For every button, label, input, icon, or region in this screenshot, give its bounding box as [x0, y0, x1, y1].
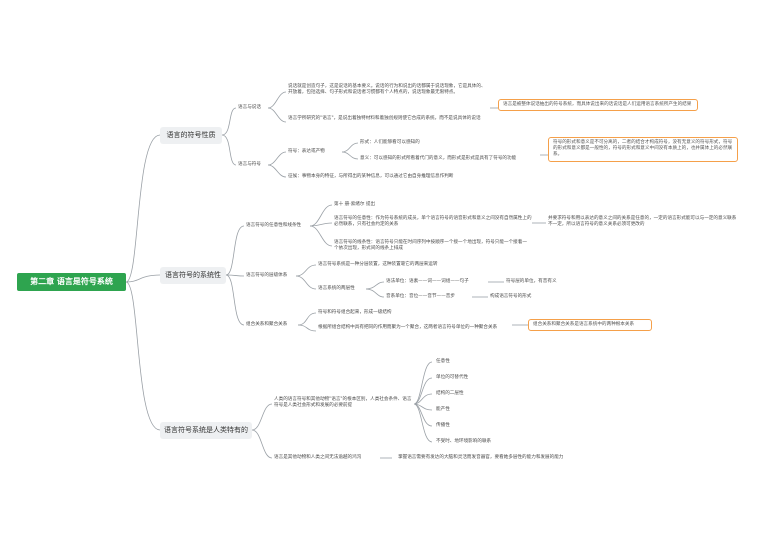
- node-speech-p1[interactable]: 说话就是创造句子，这是说话的基本要义。说话的行为和说出的话都属于说话现象，它是具…: [288, 84, 486, 96]
- feature-item-3[interactable]: 结构的二层性: [436, 391, 464, 396]
- node-saussure[interactable]: 第十 册·索绪尔 提出: [334, 202, 376, 207]
- node-phonology-units[interactable]: 音系单位：音位——音节——音步: [386, 294, 455, 299]
- topic-symbol-nature[interactable]: 语言的符号性质: [160, 127, 222, 144]
- node-language-symbol[interactable]: 语言与符号: [238, 162, 261, 167]
- feature-item-5[interactable]: 传播性: [436, 423, 450, 428]
- feature-item-6[interactable]: 不受时、地环境影响的联系: [436, 439, 492, 444]
- node-arbitrariness-linearity[interactable]: 语言符号的任意性和线条性: [246, 223, 302, 228]
- node-grammar-units[interactable]: 语法单位：语素——词——词组——句子: [386, 279, 469, 284]
- node-aggregation[interactable]: 根据所组合结构中具有把同的作用而聚为一个聚合，这两者语言符号单位的一种聚合关系: [318, 325, 498, 330]
- node-symbol-def[interactable]: 符号：表达或产物: [288, 149, 325, 154]
- feature-item-1[interactable]: 任意性: [436, 359, 450, 364]
- note-symbol[interactable]: 符号的形式和意义是不可分离的，二者的结合才构成符号，没有无意义的符号形式，符号的…: [548, 137, 738, 162]
- node-human-vs-animal[interactable]: 人类的语言符号和其他动物"语言"的根本区别，人类社会条件、语言符号是人类社会形式…: [274, 397, 412, 409]
- node-symbol-form[interactable]: 形式：人们能够看可以感知的: [360, 140, 420, 145]
- node-hierarchy-device[interactable]: 语言符号系统是一种分层装置，这种装置靠它的两层来运转: [318, 262, 438, 267]
- node-two-layers[interactable]: 语言系统的两层性: [318, 286, 355, 291]
- node-linearity[interactable]: 语言符号的线条性：语言符号只能在时间序列中按顺序一个接一个地出现，符号只能一个接…: [334, 240, 527, 252]
- root-topic[interactable]: 第二章 语言是符号系统: [17, 273, 126, 291]
- feature-item-4[interactable]: 能产性: [436, 407, 450, 412]
- feature-item-2[interactable]: 单位的可替代性: [436, 375, 469, 380]
- node-symptom[interactable]: 征候：事物本身的特征，与所得出的某种信息，可以通过它由自身推理信息作判断: [288, 174, 454, 179]
- node-phonology-units-note[interactable]: 构成语言符号的形式: [490, 294, 532, 299]
- note-speech[interactable]: 语言是被整体说话抽出的符号系统，而具体说出来的话说话是人们运用语言系统所产生的结…: [498, 99, 698, 112]
- note-relations[interactable]: 组合关系和聚合关系是语言系统中的两种根本关系: [528, 319, 652, 332]
- node-arbitrariness[interactable]: 语言符号的任意性：作为符号系统的成员，单个语言符号的语音形式和意义之间没有自然属…: [334, 216, 532, 228]
- node-grammar-units-note[interactable]: 符号层的单位，有音有义: [506, 279, 557, 284]
- topic-system[interactable]: 语言符号的系统性: [160, 267, 226, 284]
- node-symbol-meaning[interactable]: 意义：可以感知的形式所看着代门的意义，而形式是形式是具有了符号的功能: [360, 156, 517, 161]
- node-combination[interactable]: 符号和符号组合起来，形成一级结构: [318, 310, 392, 315]
- node-hierarchy[interactable]: 语言符号的层级体系: [246, 273, 288, 278]
- node-relations[interactable]: 组合关系和聚合关系: [246, 322, 288, 327]
- topic-human-unique[interactable]: 语言符号系统是人类特有的: [160, 422, 252, 439]
- node-speech-p2[interactable]: 语言学所研究的"语言"，是说出着独特材料和着独创规则使它合成的系统，而不是说具体…: [288, 116, 481, 121]
- node-gap-detail[interactable]: 掌握语言需要有发达的大脑和灵活而发音器官，要看她多层性的能力和发展的能力: [398, 455, 564, 460]
- node-gap[interactable]: 语言是其他动物和人类之间无法逾越的鸿沟: [274, 455, 362, 460]
- node-arbitrariness-right[interactable]: 并要求符号和用以表达的意义之间的关系是任意的，一定的语言形式能可以与一定的意义联…: [548, 216, 737, 228]
- node-language-speech[interactable]: 语言与说话: [238, 105, 261, 110]
